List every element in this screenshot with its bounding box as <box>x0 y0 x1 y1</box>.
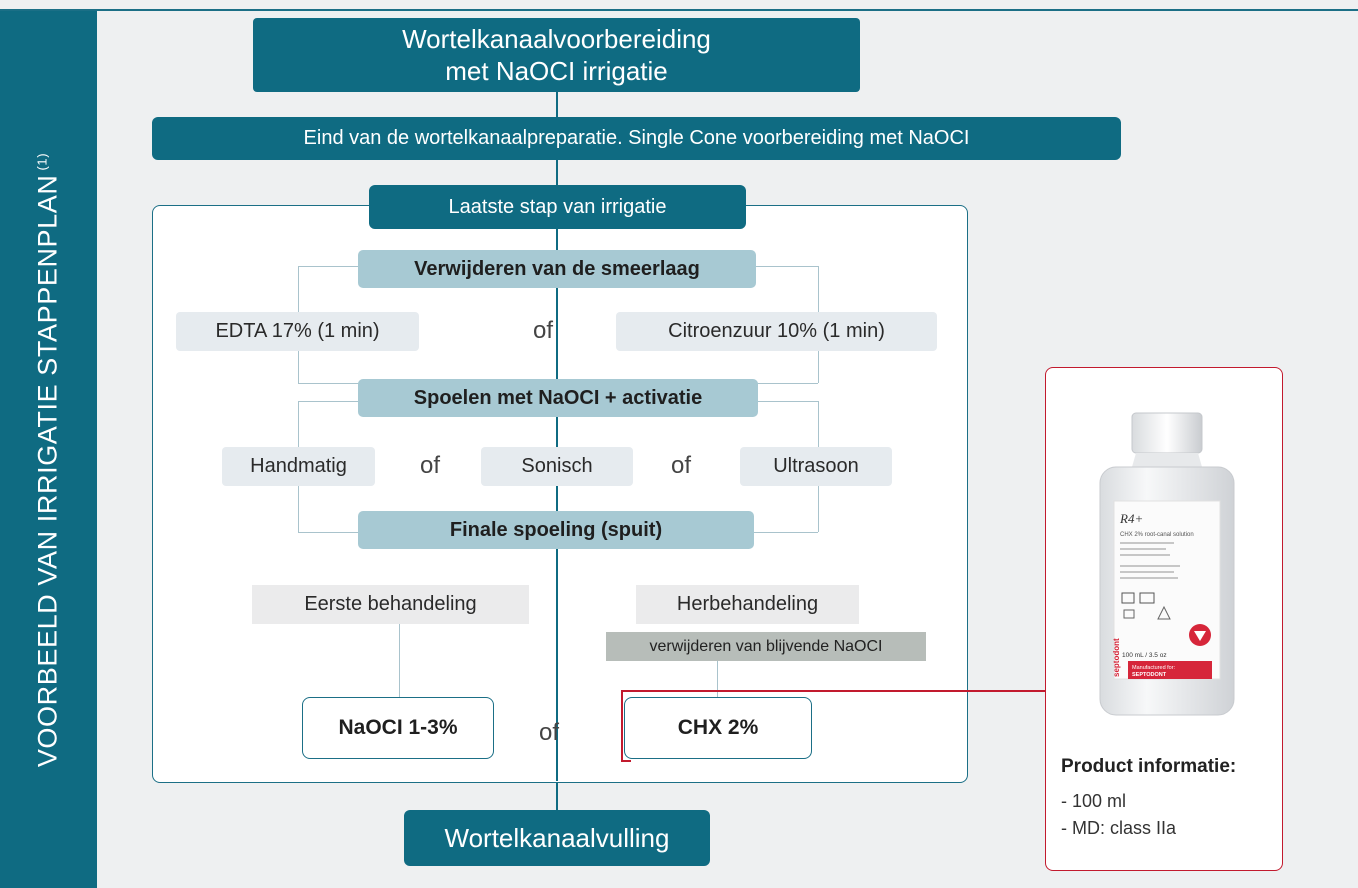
step-end-box: Eind van de wortelkanaalpreparatie. Sing… <box>152 117 1121 160</box>
activation-title: Spoelen met NaOCI + activatie <box>413 386 703 409</box>
or-label-smear-text: of <box>533 317 554 344</box>
first-treatment-box: Eerste behandeling <box>252 585 529 624</box>
sidebar-footnote-marker: (1) <box>34 152 50 171</box>
bottle-image: R4+ CHX 2% root-canal solution 100 mL / … <box>1099 412 1235 716</box>
bottle-label-subtitle: CHX 2% root-canal solution <box>1120 532 1194 538</box>
option-handmatig-label: Handmatig <box>250 455 347 477</box>
or-label-smear: of <box>533 317 553 345</box>
bottle-label-manufactured: Manufactured for: <box>1132 665 1176 671</box>
callout-line-bottom <box>621 760 631 762</box>
footer-text: Wortelkanaalvulling <box>444 822 670 853</box>
sidebar-title-text: VOORBEELD VAN IRRIGATIE STAPPENPLAN <box>32 174 63 768</box>
option-edta-label: EDTA 17% (1 min) <box>215 320 380 342</box>
footer-box: Wortelkanaalvulling <box>404 810 710 866</box>
bottle-label-title: R4+ <box>1119 511 1143 526</box>
first-treatment-connector <box>399 621 400 697</box>
retreatment-connector <box>717 661 718 697</box>
sidebar-title: VOORBEELD VAN IRRIGATIE STAPPENPLAN (1) <box>33 153 64 767</box>
or-label-final-text: of <box>539 719 560 746</box>
step-end-text: Eind van de wortelkanaalpreparatie. Sing… <box>303 127 970 149</box>
final-title: Finale spoeling (spuit) <box>449 518 663 541</box>
or-label-activation-1: of <box>420 452 440 480</box>
bottle-label-manufacturer: SEPTODONT <box>1132 672 1167 678</box>
or-label-activation-1-text: of <box>420 452 441 479</box>
option-citric-label: Citroenzuur 10% (1 min) <box>668 320 885 342</box>
product-info-title: Product informatie: <box>1061 756 1237 777</box>
or-label-final: of <box>539 719 559 747</box>
or-label-activation-2-text: of <box>671 452 692 479</box>
first-treatment-label: Eerste behandeling <box>304 593 477 615</box>
header-line2: met NaOCI irrigatie <box>445 56 668 86</box>
header-line1: Wortelkanaalvoorbereiding <box>402 24 711 54</box>
result-chx: CHX 2% <box>624 697 812 759</box>
irrigation-panel <box>152 205 968 783</box>
step-last-box: Laatste stap van irrigatie <box>369 185 746 229</box>
step-last-text: Laatste stap van irrigatie <box>448 195 667 218</box>
panel-connector <box>556 205 558 781</box>
bottle-label-volume: 100 mL / 3.5 oz <box>1122 652 1167 659</box>
retreatment-note-box: verwijderen van blijvende NaOCI <box>606 632 926 661</box>
option-ultrasoon: Ultrasoon <box>740 447 892 486</box>
result-chx-label: CHX 2% <box>677 716 759 739</box>
retreatment-note: verwijderen van blijvende NaOCI <box>649 637 883 655</box>
option-handmatig: Handmatig <box>222 447 375 486</box>
option-ultrasoon-label: Ultrasoon <box>773 455 859 477</box>
result-naoci-label: NaOCI 1-3% <box>338 716 458 739</box>
option-sonisch: Sonisch <box>481 447 633 486</box>
or-label-activation-2: of <box>671 452 691 480</box>
sidebar: VOORBEELD VAN IRRIGATIE STAPPENPLAN (1) <box>0 11 97 888</box>
callout-line-left <box>621 690 623 762</box>
header-box: Wortelkanaalvoorbereiding met NaOCI irri… <box>253 18 860 92</box>
smear-title-box: Verwijderen van de smeerlaag <box>358 250 756 288</box>
smear-title: Verwijderen van de smeerlaag <box>414 257 700 280</box>
top-rule <box>0 9 1358 11</box>
final-title-box: Finale spoeling (spuit) <box>358 511 754 549</box>
activation-title-box: Spoelen met NaOCI + activatie <box>358 379 758 417</box>
retreatment-label: Herbehandeling <box>676 593 819 615</box>
result-naoci: NaOCI 1-3% <box>302 697 494 759</box>
option-sonisch-label: Sonisch <box>521 455 593 477</box>
product-info-item: - MD: class IIa <box>1061 818 1177 838</box>
retreatment-box: Herbehandeling <box>636 585 859 624</box>
product-info-item: - 100 ml <box>1061 791 1127 811</box>
option-edta: EDTA 17% (1 min) <box>176 312 419 351</box>
callout-line-top <box>621 690 1046 692</box>
option-citric: Citroenzuur 10% (1 min) <box>616 312 937 351</box>
bottle-label-brand: septodont <box>1112 638 1121 677</box>
